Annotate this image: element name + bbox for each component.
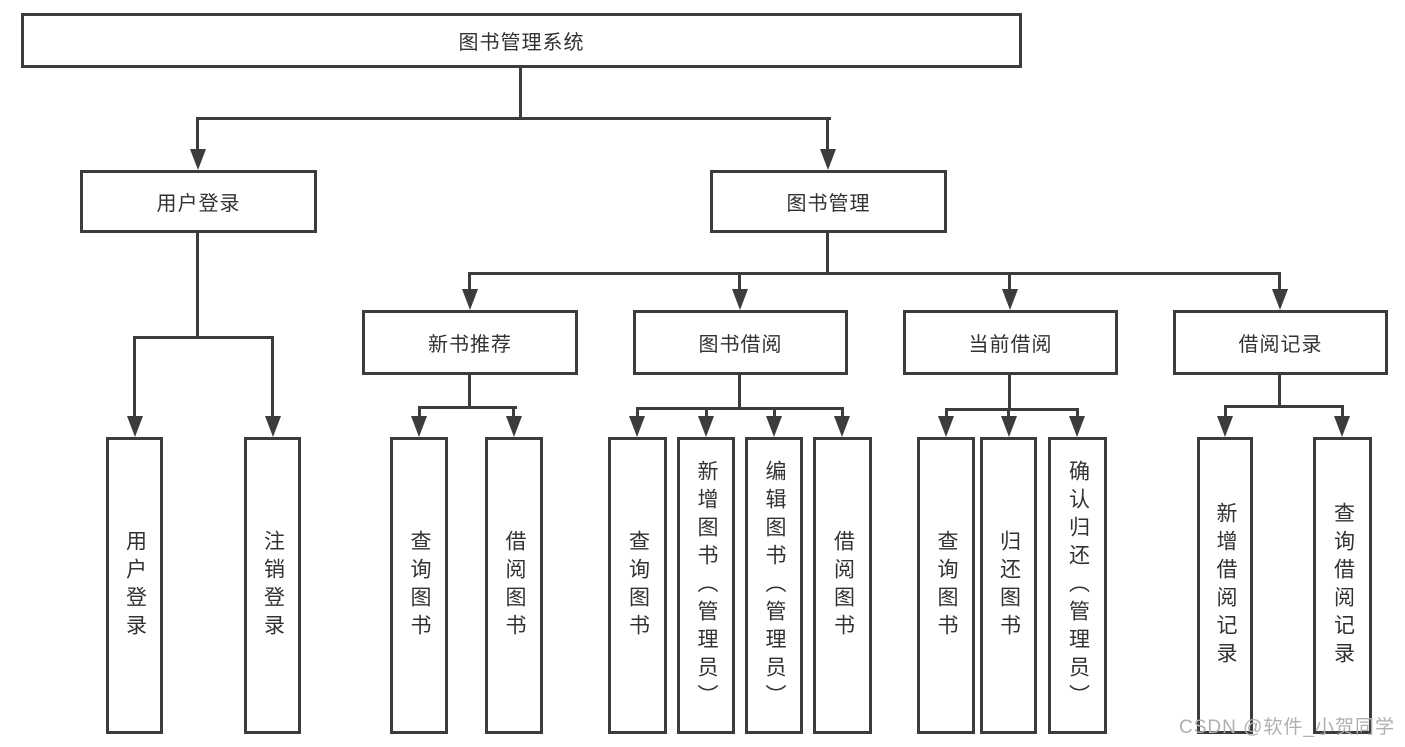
leaf-edit-books-admin: 编辑图书（管理员） <box>745 437 803 734</box>
connector-level3-branch <box>468 272 1281 275</box>
leaf-borrow-books: 借阅图书 <box>485 437 543 734</box>
node-book-borrow: 图书借阅 <box>633 310 848 375</box>
connector-shaft <box>196 117 199 150</box>
connector-stem <box>738 375 741 407</box>
leaf-add-borrow-record: 新增借阅记录 <box>1197 437 1253 734</box>
leaf-borrow-books: 借阅图书 <box>813 437 872 734</box>
node-root-library-system: 图书管理系统 <box>21 13 1022 68</box>
connector-shaft <box>418 406 421 416</box>
connector-shaft <box>1278 272 1281 289</box>
connector-level1-branch <box>196 117 831 120</box>
arrow-down-icon <box>506 416 522 437</box>
connector-shaft <box>841 407 844 416</box>
leaf-query-books: 查询图书 <box>608 437 667 734</box>
connector-shaft <box>1007 408 1010 416</box>
leaf-user-login: 用户登录 <box>106 437 163 734</box>
arrow-down-icon <box>732 289 748 310</box>
arrow-down-icon <box>629 416 645 437</box>
connector-shaft <box>271 336 274 417</box>
arrow-down-icon <box>265 416 281 437</box>
connector-shaft <box>826 117 829 150</box>
arrow-down-icon <box>698 416 714 437</box>
arrow-down-icon <box>1001 416 1017 437</box>
node-label: 图书管理系统 <box>458 32 585 54</box>
connector-stem <box>468 375 471 406</box>
node-label: 新书推荐 <box>428 334 512 356</box>
connector-shaft <box>133 336 136 417</box>
leaf-return-books: 归还图书 <box>980 437 1037 734</box>
node-user-login: 用户登录 <box>80 170 317 233</box>
arrow-down-icon <box>411 416 427 437</box>
csdn-watermark: CSDN @软件_小贺同学 <box>1179 717 1395 738</box>
arrow-down-icon <box>766 416 782 437</box>
node-label: 图书借阅 <box>698 334 783 356</box>
connector-branch <box>418 406 517 409</box>
connector-shaft <box>773 407 776 416</box>
arrow-down-icon <box>1069 416 1085 437</box>
connector-shaft <box>1224 405 1227 416</box>
node-new-book-recommend: 新书推荐 <box>362 310 578 375</box>
connector-stem <box>1278 375 1281 405</box>
connector-shaft <box>738 272 741 289</box>
connector-shaft <box>1341 405 1344 416</box>
connector-shaft <box>512 406 515 416</box>
node-current-borrow: 当前借阅 <box>903 310 1118 375</box>
connector-branch <box>133 336 274 339</box>
leaf-add-books-admin: 新增图书（管理员） <box>677 437 735 734</box>
connector-branch <box>945 408 1078 411</box>
leaf-confirm-return-admin: 确认归还（管理员） <box>1048 437 1107 734</box>
arrow-down-icon <box>1002 289 1018 310</box>
connector-shaft <box>1076 408 1079 416</box>
connector-shaft <box>705 407 708 416</box>
node-label: 图书管理 <box>786 193 871 215</box>
arrow-down-icon <box>938 416 954 437</box>
arrow-down-icon <box>1334 416 1350 437</box>
node-label: 用户登录 <box>156 193 241 215</box>
connector-shaft <box>468 272 471 289</box>
connector-branch <box>636 407 844 410</box>
connector-shaft <box>636 407 639 416</box>
arrow-down-icon <box>1217 416 1233 437</box>
connector-branch <box>1224 405 1343 408</box>
connector-shaft <box>945 408 948 416</box>
connector-stem <box>826 233 829 272</box>
arrow-down-icon <box>127 416 143 437</box>
node-borrow-records: 借阅记录 <box>1173 310 1388 375</box>
leaf-logout: 注销登录 <box>244 437 301 734</box>
connector-root-stem <box>519 68 522 117</box>
leaf-query-books: 查询图书 <box>917 437 975 734</box>
arrow-down-icon <box>834 416 850 437</box>
arrow-down-icon <box>462 289 478 310</box>
node-label: 借阅记录 <box>1238 334 1323 356</box>
leaf-query-books: 查询图书 <box>390 437 448 734</box>
connector-stem <box>1008 375 1011 408</box>
node-book-management: 图书管理 <box>710 170 947 233</box>
connector-stem <box>196 233 199 336</box>
leaf-query-borrow-record: 查询借阅记录 <box>1313 437 1372 734</box>
arrow-down-icon <box>1272 289 1288 310</box>
arrow-down-icon <box>190 149 206 170</box>
arrow-down-icon <box>820 149 836 170</box>
node-label: 当前借阅 <box>968 334 1053 356</box>
connector-shaft <box>1008 272 1011 289</box>
